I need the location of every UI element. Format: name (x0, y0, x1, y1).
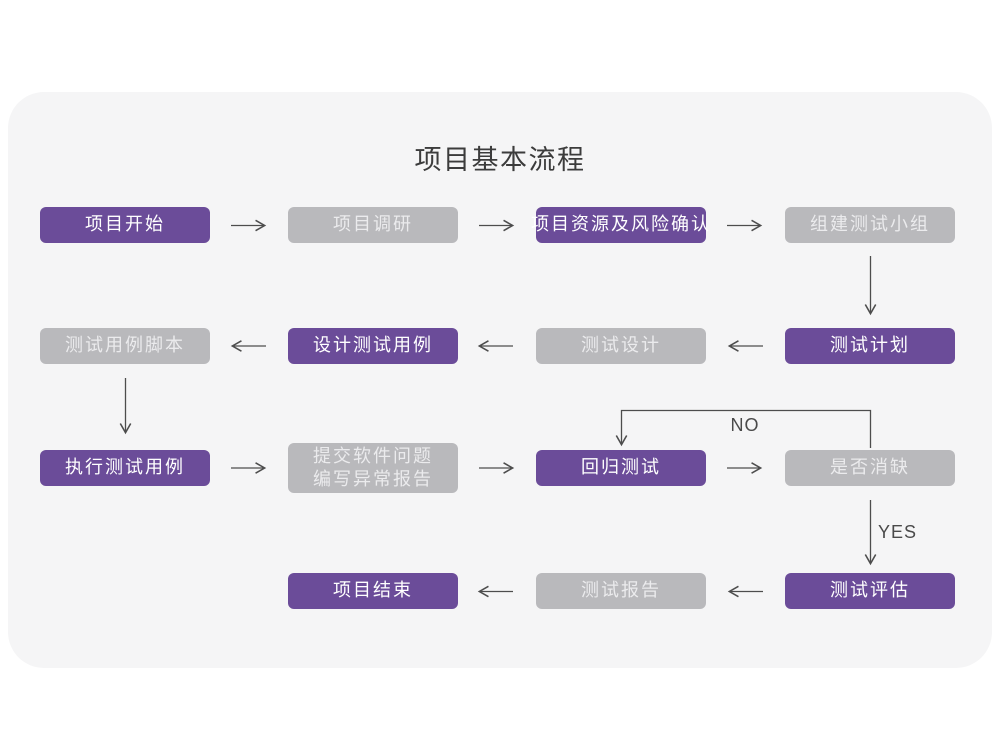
flow-node-label: 测试报告 (581, 580, 661, 601)
flow-node-test-evaluation: 测试评估 (785, 573, 955, 609)
flow-node-label: 提交软件问题 (313, 445, 433, 466)
flow-node-test-case-script: 测试用例脚本 (40, 328, 210, 364)
flow-node-defect-cleared: 是否消缺 (785, 450, 955, 486)
flow-node-label: 测试计划 (830, 335, 910, 356)
flow-node-label: 执行测试用例 (65, 457, 185, 478)
edge-label-yes: YES (878, 522, 918, 542)
flow-node-label: 是否消缺 (830, 457, 910, 478)
diagram-title: 项目基本流程 (414, 145, 586, 175)
flow-node-label: 设计测试用例 (313, 335, 433, 356)
flow-node-design-test-cases: 设计测试用例 (288, 328, 458, 364)
flow-node-label: 回归测试 (581, 457, 661, 478)
flow-node-submit-issues: 提交软件问题编写异常报告 (288, 443, 458, 493)
edge-label-no: NO (730, 415, 760, 435)
flow-node-build-test-team: 组建测试小组 (785, 207, 955, 243)
flow-node-label: 编写异常报告 (313, 469, 433, 489)
flow-node-label: 测试评估 (830, 580, 910, 601)
flow-node-label: 项目结束 (333, 580, 413, 601)
flow-node-label: 测试用例脚本 (65, 335, 185, 356)
flow-node-label: 项目开始 (85, 214, 165, 235)
flow-node-project-start: 项目开始 (40, 207, 210, 243)
flow-node-test-design: 测试设计 (536, 328, 706, 364)
flow-node-project-research: 项目调研 (288, 207, 458, 243)
flow-node-label: 项目调研 (333, 214, 413, 235)
flowchart-card (8, 92, 992, 668)
flow-node-regression-test: 回归测试 (536, 450, 706, 486)
flow-node-execute-test-cases: 执行测试用例 (40, 450, 210, 486)
flow-node-test-plan: 测试计划 (785, 328, 955, 364)
flow-node-label: 项目资源及风险确认 (531, 214, 711, 235)
flow-node-project-end: 项目结束 (288, 573, 458, 609)
flow-node-resource-risk: 项目资源及风险确认 (531, 207, 709, 243)
flow-node-label: 测试设计 (581, 335, 661, 356)
flow-node-label: 组建测试小组 (810, 214, 930, 235)
flow-node-test-report: 测试报告 (536, 573, 706, 609)
